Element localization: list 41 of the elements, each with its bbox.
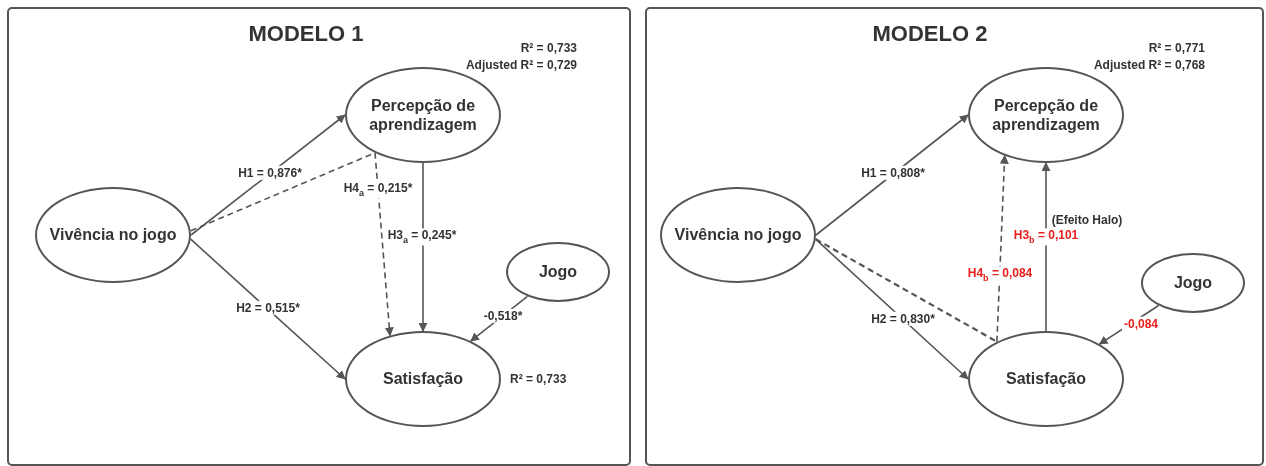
dashed-line: [815, 238, 998, 343]
edge-label: H4$_{b}$ = 0,084: [965, 266, 1035, 284]
construct-label: Satisfação: [1005, 369, 1086, 389]
note-text: (Efeito Halo): [1050, 212, 1124, 228]
construct-label: Vivência no jogo: [674, 225, 802, 245]
edge-label: H3$_{b}$ = 0,101: [1011, 228, 1081, 246]
arrow: [190, 114, 346, 236]
edge-label: -0,084: [1122, 316, 1160, 332]
panel-title: MODELO 2: [872, 21, 988, 47]
construct-label: Percepção de aprendizagem: [991, 95, 1101, 135]
arrow: [1041, 162, 1051, 332]
r-squared-text: R² = 0,733: [510, 371, 567, 388]
construct-ellipse: [506, 242, 610, 302]
arrow: [815, 114, 969, 236]
arrow: [189, 238, 346, 380]
r-squared-text: R² = 0,733: [520, 40, 577, 57]
edge-label: H4$_{a}$ = 0,215*: [341, 181, 415, 199]
construct-ellipse: [35, 187, 191, 283]
construct-ellipse: [660, 187, 816, 283]
arrow: [814, 238, 969, 380]
construct-label: Vivência no jogo: [49, 225, 177, 245]
dashed-arrow: [996, 154, 1009, 343]
construct-ellipse: [968, 331, 1124, 427]
edge-label: -0,518*: [481, 308, 525, 324]
edge-label: H1 = 0,808*: [859, 165, 927, 181]
panel-title: MODELO 1: [248, 21, 364, 47]
r-squared-text: Adjusted R² = 0,768: [1093, 57, 1205, 74]
construct-label: Percepção de aprendizagem: [368, 95, 478, 135]
edge-label: H2 = 0,515*: [234, 300, 302, 316]
construct-label: Jogo: [1173, 273, 1213, 293]
edge-label: H2 = 0,830*: [869, 311, 937, 327]
edge-label: H1 = 0,876*: [236, 165, 304, 181]
r-squared-text: Adjusted R² = 0,729: [465, 57, 577, 74]
construct-ellipse: [1141, 253, 1245, 313]
construct-label: Satisfação: [382, 369, 463, 389]
edge-label: H3$_{a}$ = 0,245*: [385, 228, 459, 246]
dashed-arrow: [374, 152, 394, 337]
r-squared-text: R² = 0,771: [1148, 40, 1205, 57]
arrow: [418, 162, 428, 332]
construct-label: Jogo: [538, 262, 578, 282]
construct-ellipse: [345, 331, 501, 427]
